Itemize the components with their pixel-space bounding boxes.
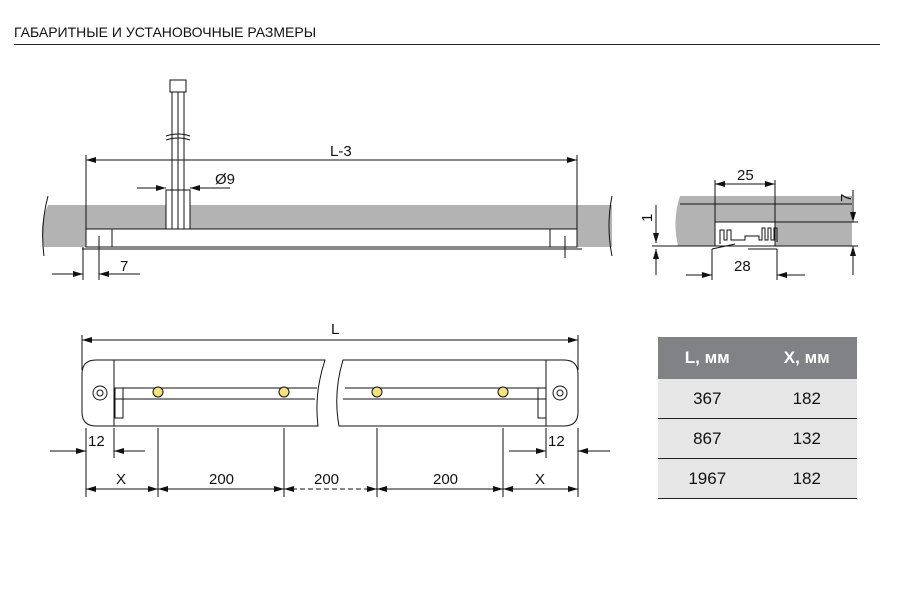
mount-hole-right	[552, 385, 568, 401]
cell-x: 182	[756, 379, 857, 419]
cell-x: 182	[756, 458, 857, 499]
cell-l: 367	[658, 379, 757, 419]
led-icons	[152, 386, 509, 398]
dim-28-label: 28	[734, 258, 751, 275]
header-l: L, мм	[658, 337, 757, 379]
dim-offset-label: 7	[120, 258, 128, 275]
section-view	[652, 180, 858, 280]
dim-l-label: L	[331, 321, 339, 338]
dim-25-label: 25	[737, 167, 754, 184]
dim-200-1-label: 200	[209, 471, 234, 488]
dim-12-right-label: 12	[548, 433, 565, 450]
top-view	[41, 79, 613, 280]
dim-200-3-label: 200	[433, 471, 458, 488]
mount-hole-left	[92, 385, 108, 401]
cell-l: 867	[658, 418, 757, 459]
dim-7-label: 7	[838, 194, 855, 202]
connector-icon	[169, 79, 187, 93]
dim-x-right-label: X	[535, 471, 545, 488]
bottom-view	[50, 335, 610, 497]
page-title: ГАБАРИТНЫЕ И УСТАНОВОЧНЫЕ РАЗМЕРЫ	[14, 24, 317, 40]
dim-x-left-label: X	[116, 471, 126, 488]
dim-l-3-label: L-3	[330, 143, 352, 160]
dim-1-label: 1	[639, 214, 656, 222]
dim-diameter-label: Ø9	[215, 171, 235, 188]
dim-200-2-label: 200	[314, 471, 339, 488]
cell-x: 132	[756, 418, 857, 459]
header-x: X, мм	[756, 337, 857, 379]
dim-12-left-label: 12	[88, 433, 105, 450]
table-header-row: L, мм X, мм	[658, 337, 857, 379]
title-divider	[14, 44, 880, 45]
cell-l: 1967	[658, 458, 757, 499]
